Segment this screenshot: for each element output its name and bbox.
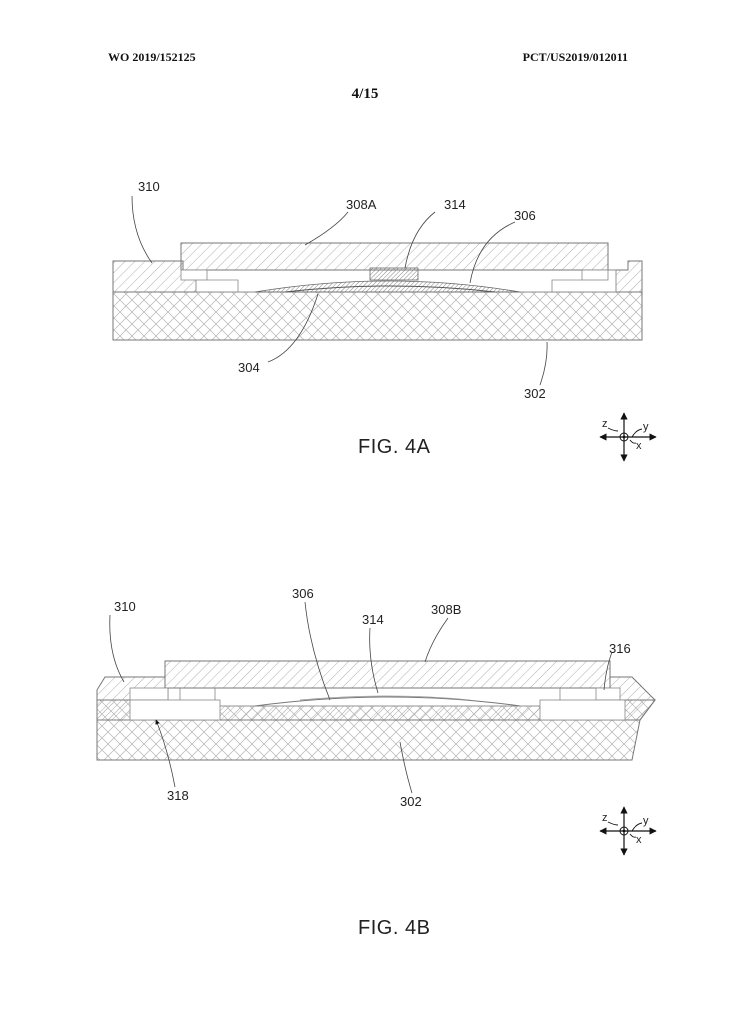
label-318: 318: [167, 788, 189, 803]
cover-308a: [180, 242, 609, 271]
step-right-4a: [551, 279, 582, 292]
axis-label-x-4a: x: [636, 440, 642, 452]
figure-4b: 310 306 314 308B 316 318 302 FIG. 4B z y: [96, 586, 657, 939]
caption-fig-4b: FIG. 4B: [358, 917, 430, 939]
label-306-4a: 306: [514, 208, 536, 223]
leader-306-4b: [304, 601, 331, 701]
leader-314-4a: [404, 211, 436, 269]
label-306-4b: 306: [292, 586, 314, 601]
leader-308a: [304, 211, 349, 246]
axis-label-z-4a: z: [602, 418, 608, 430]
leader-314-4b: [369, 627, 379, 694]
application-number: PCT/US2019/012011: [522, 50, 628, 64]
element-314-4b: [299, 695, 471, 701]
caption-fig-4a: FIG. 4A: [358, 436, 431, 458]
label-304: 304: [238, 360, 260, 375]
leader-306-4a: [469, 221, 516, 284]
element-314-4a: [369, 267, 419, 281]
substrate-302-4a: [112, 291, 643, 341]
cover-308b: [164, 660, 611, 689]
label-302-4a: 302: [524, 386, 546, 401]
label-302-4b: 302: [400, 794, 422, 809]
leader-308b: [424, 617, 449, 663]
label-314-4b: 314: [362, 612, 384, 627]
leader-310-4b: [109, 614, 125, 683]
label-308b: 308B: [431, 602, 461, 617]
element-304-4a: [284, 285, 496, 293]
pocket-left-4a: [180, 269, 208, 281]
step-left-4a: [207, 279, 239, 292]
label-316: 316: [609, 641, 631, 656]
pocket-right-4a: [581, 269, 609, 281]
leader-316: [603, 651, 613, 691]
axis-label-x-4b: x: [636, 834, 642, 846]
element-306-4a: [254, 280, 521, 293]
step-mid-left-4b: [179, 688, 216, 700]
axis-label-y-4b: y: [643, 815, 649, 827]
axis-label-y-4a: y: [643, 421, 649, 433]
axis-triad-4b: z y x: [599, 806, 657, 856]
leader-302-4b: [399, 741, 413, 794]
element-306-4b: [254, 696, 521, 707]
pocket-right-lower-4b: [539, 699, 626, 721]
label-314-4a: 314: [444, 197, 466, 212]
sheet-number: 4/15: [351, 86, 379, 102]
publication-number: WO 2019/152125: [108, 50, 196, 64]
axis-label-z-4b: z: [602, 812, 608, 824]
label-310-4b: 310: [114, 599, 136, 614]
label-308a: 308A: [346, 197, 377, 212]
leader-302-4a: [539, 341, 548, 386]
pocket-left-4b: [129, 687, 169, 701]
leader-310-4a: [131, 195, 153, 264]
leader-304: [267, 293, 319, 363]
figure-4a: 310 308A 314 306 304 302 FIG. 4A z y x: [112, 179, 657, 462]
leader-318: [155, 719, 176, 788]
axis-triad-4a: z y x: [599, 412, 657, 462]
label-310-4a: 310: [138, 179, 160, 194]
pocket-right-4b: [595, 687, 621, 701]
pocket-left-lower-4b: [129, 699, 221, 721]
